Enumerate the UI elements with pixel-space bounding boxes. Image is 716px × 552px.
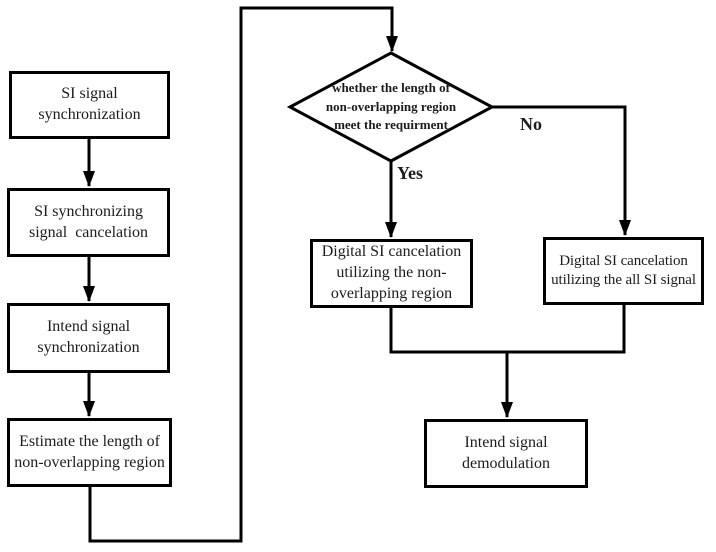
process-box-intend-signal-sync: Intend signal synchronization bbox=[7, 303, 170, 373]
process-box-si-sync-cancelation: SI synchronizing signal cancelation bbox=[7, 188, 170, 257]
process-box-si-signal-sync: SI signal synchronization bbox=[9, 71, 170, 139]
process-box-digital-si-non-overlap: Digital SI cancelation utilizing the non… bbox=[310, 239, 473, 308]
arrow-no-branch bbox=[492, 105, 631, 236]
yes-branch-label: Yes bbox=[397, 163, 423, 183]
arrow-estimate-to-decision bbox=[88, 6, 398, 543]
no-branch-label: No bbox=[520, 114, 542, 134]
merge-wire bbox=[389, 305, 626, 354]
process-box-intend-demodulation: Intend signal demodulation bbox=[424, 419, 588, 488]
process-box-digital-si-all: Digital SI cancelation utilizing the all… bbox=[543, 237, 704, 305]
decision-question-text: whether the length of non-overlapping re… bbox=[325, 79, 457, 133]
process-box-estimate-length: Estimate the length of non-overlapping r… bbox=[7, 418, 172, 487]
